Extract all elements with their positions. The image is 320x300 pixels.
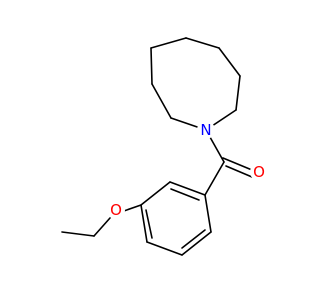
carbonyl-double-bond xyxy=(225,165,253,178)
ether-oxygen-label: O xyxy=(110,201,122,219)
ring-bond xyxy=(185,37,220,49)
ethoxy-group xyxy=(61,204,142,237)
ring-bond xyxy=(181,231,212,256)
azocane-ring xyxy=(150,37,241,131)
carbonyl-double-bond xyxy=(222,157,253,171)
ring-bond xyxy=(146,241,183,256)
ring-bond xyxy=(169,181,206,196)
ring-bond xyxy=(218,47,241,77)
ring-bond xyxy=(204,194,212,233)
carbonyl-oxygen-atom: O xyxy=(250,163,268,181)
carbonyl-aryl-bond xyxy=(204,161,225,196)
molecule-diagram: N O O xyxy=(61,37,268,256)
nitrogen-label: N xyxy=(200,121,211,139)
ethyl-bond xyxy=(61,231,95,237)
aromatic-inner-bond xyxy=(170,188,200,201)
amide-group xyxy=(204,129,253,196)
carbonyl-oxygen-label: O xyxy=(253,163,265,181)
ring-bond xyxy=(140,181,171,206)
ether-oxygen-atom: O xyxy=(107,201,125,219)
ring-bond xyxy=(140,204,148,243)
nitrogen-atom: N xyxy=(197,121,215,139)
benzene-ring xyxy=(140,181,212,256)
ring-bond xyxy=(150,47,153,85)
oxygen-ethyl-bond xyxy=(93,217,111,237)
ring-bond xyxy=(151,83,172,119)
aromatic-inner-bond xyxy=(181,229,206,249)
aromatic-inner-bond xyxy=(145,209,153,239)
ring-bond xyxy=(150,37,187,49)
ring-bond xyxy=(235,75,241,111)
